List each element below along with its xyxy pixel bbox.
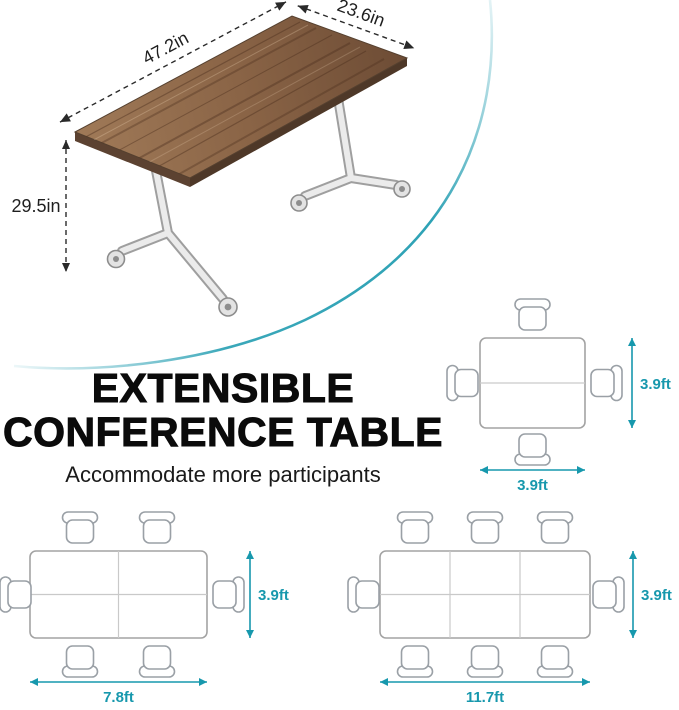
layout-8-seat: 3.9ft 11.7ft bbox=[347, 511, 672, 706]
table-top-view bbox=[379, 550, 591, 639]
product-illustration: 47.2in 23.6in 29.5in bbox=[11, 0, 494, 370]
tabletop bbox=[73, 15, 409, 187]
chair-icon bbox=[61, 645, 99, 678]
depth-dimension: 3.9ft bbox=[629, 551, 672, 638]
height-dimension-label: 29.5in bbox=[11, 196, 60, 216]
chair-icon bbox=[212, 576, 245, 613]
depth-dimension-label: 3.9ft bbox=[258, 587, 289, 604]
width-dimension-label: 11.7ft bbox=[466, 689, 504, 706]
table-top-view bbox=[479, 337, 586, 429]
caster-icon bbox=[106, 249, 126, 269]
chair-icon bbox=[466, 511, 504, 544]
chair-icon bbox=[0, 576, 32, 613]
width-dimension-label: 7.8ft bbox=[103, 689, 134, 706]
chair-icon bbox=[446, 364, 479, 402]
headline-line-1: EXTENSIBLE bbox=[91, 365, 355, 411]
width-dimension: 7.8ft bbox=[30, 678, 207, 706]
table-right-leg bbox=[300, 87, 401, 201]
chair-icon bbox=[396, 645, 434, 678]
chair-icon bbox=[138, 645, 176, 678]
chair-icon bbox=[396, 511, 434, 544]
table-left-leg bbox=[117, 145, 228, 304]
caster-icon bbox=[290, 194, 308, 212]
width-dimension: 3.9ft bbox=[480, 466, 585, 493]
chair-icon bbox=[536, 511, 574, 544]
chair-icon bbox=[138, 511, 176, 544]
width-dimension-label: 3.9ft bbox=[517, 477, 548, 493]
caster-icon bbox=[218, 297, 238, 317]
length-dimension-label: 47.2in bbox=[139, 28, 192, 69]
depth-dimension: 3.9ft bbox=[628, 338, 671, 428]
layout-6-seat: 3.9ft 7.8ft bbox=[0, 511, 289, 706]
chair-icon bbox=[466, 645, 504, 678]
chair-icon bbox=[61, 511, 99, 544]
dim-height: 29.5in bbox=[11, 140, 70, 272]
depth-dimension-label: 3.9ft bbox=[640, 376, 671, 393]
caster-icon bbox=[393, 180, 411, 198]
chair-icon bbox=[347, 576, 380, 613]
headline-line-2: CONFERENCE TABLE bbox=[2, 409, 444, 456]
chair-icon bbox=[514, 433, 551, 466]
chair-icon bbox=[514, 298, 551, 331]
headline-block: EXTENSIBLE CONFERENCE TABLE Accommodate … bbox=[0, 365, 446, 488]
accent-arc bbox=[13, 0, 494, 370]
width-dimension: 11.7ft bbox=[380, 678, 590, 706]
depth-dimension: 3.9ft bbox=[246, 551, 289, 638]
chair-icon bbox=[536, 645, 574, 678]
width-dimension-label: 23.6in bbox=[335, 0, 388, 31]
layout-4-seat: 3.9ft 3.9ft bbox=[446, 298, 671, 493]
table-top-view bbox=[29, 550, 208, 639]
depth-dimension-label: 3.9ft bbox=[641, 587, 672, 604]
chair-icon bbox=[592, 576, 625, 613]
casters bbox=[106, 180, 411, 317]
wood-grain bbox=[79, 21, 385, 178]
headline-subtitle: Accommodate more participants bbox=[65, 461, 381, 487]
chair-icon bbox=[590, 364, 623, 402]
